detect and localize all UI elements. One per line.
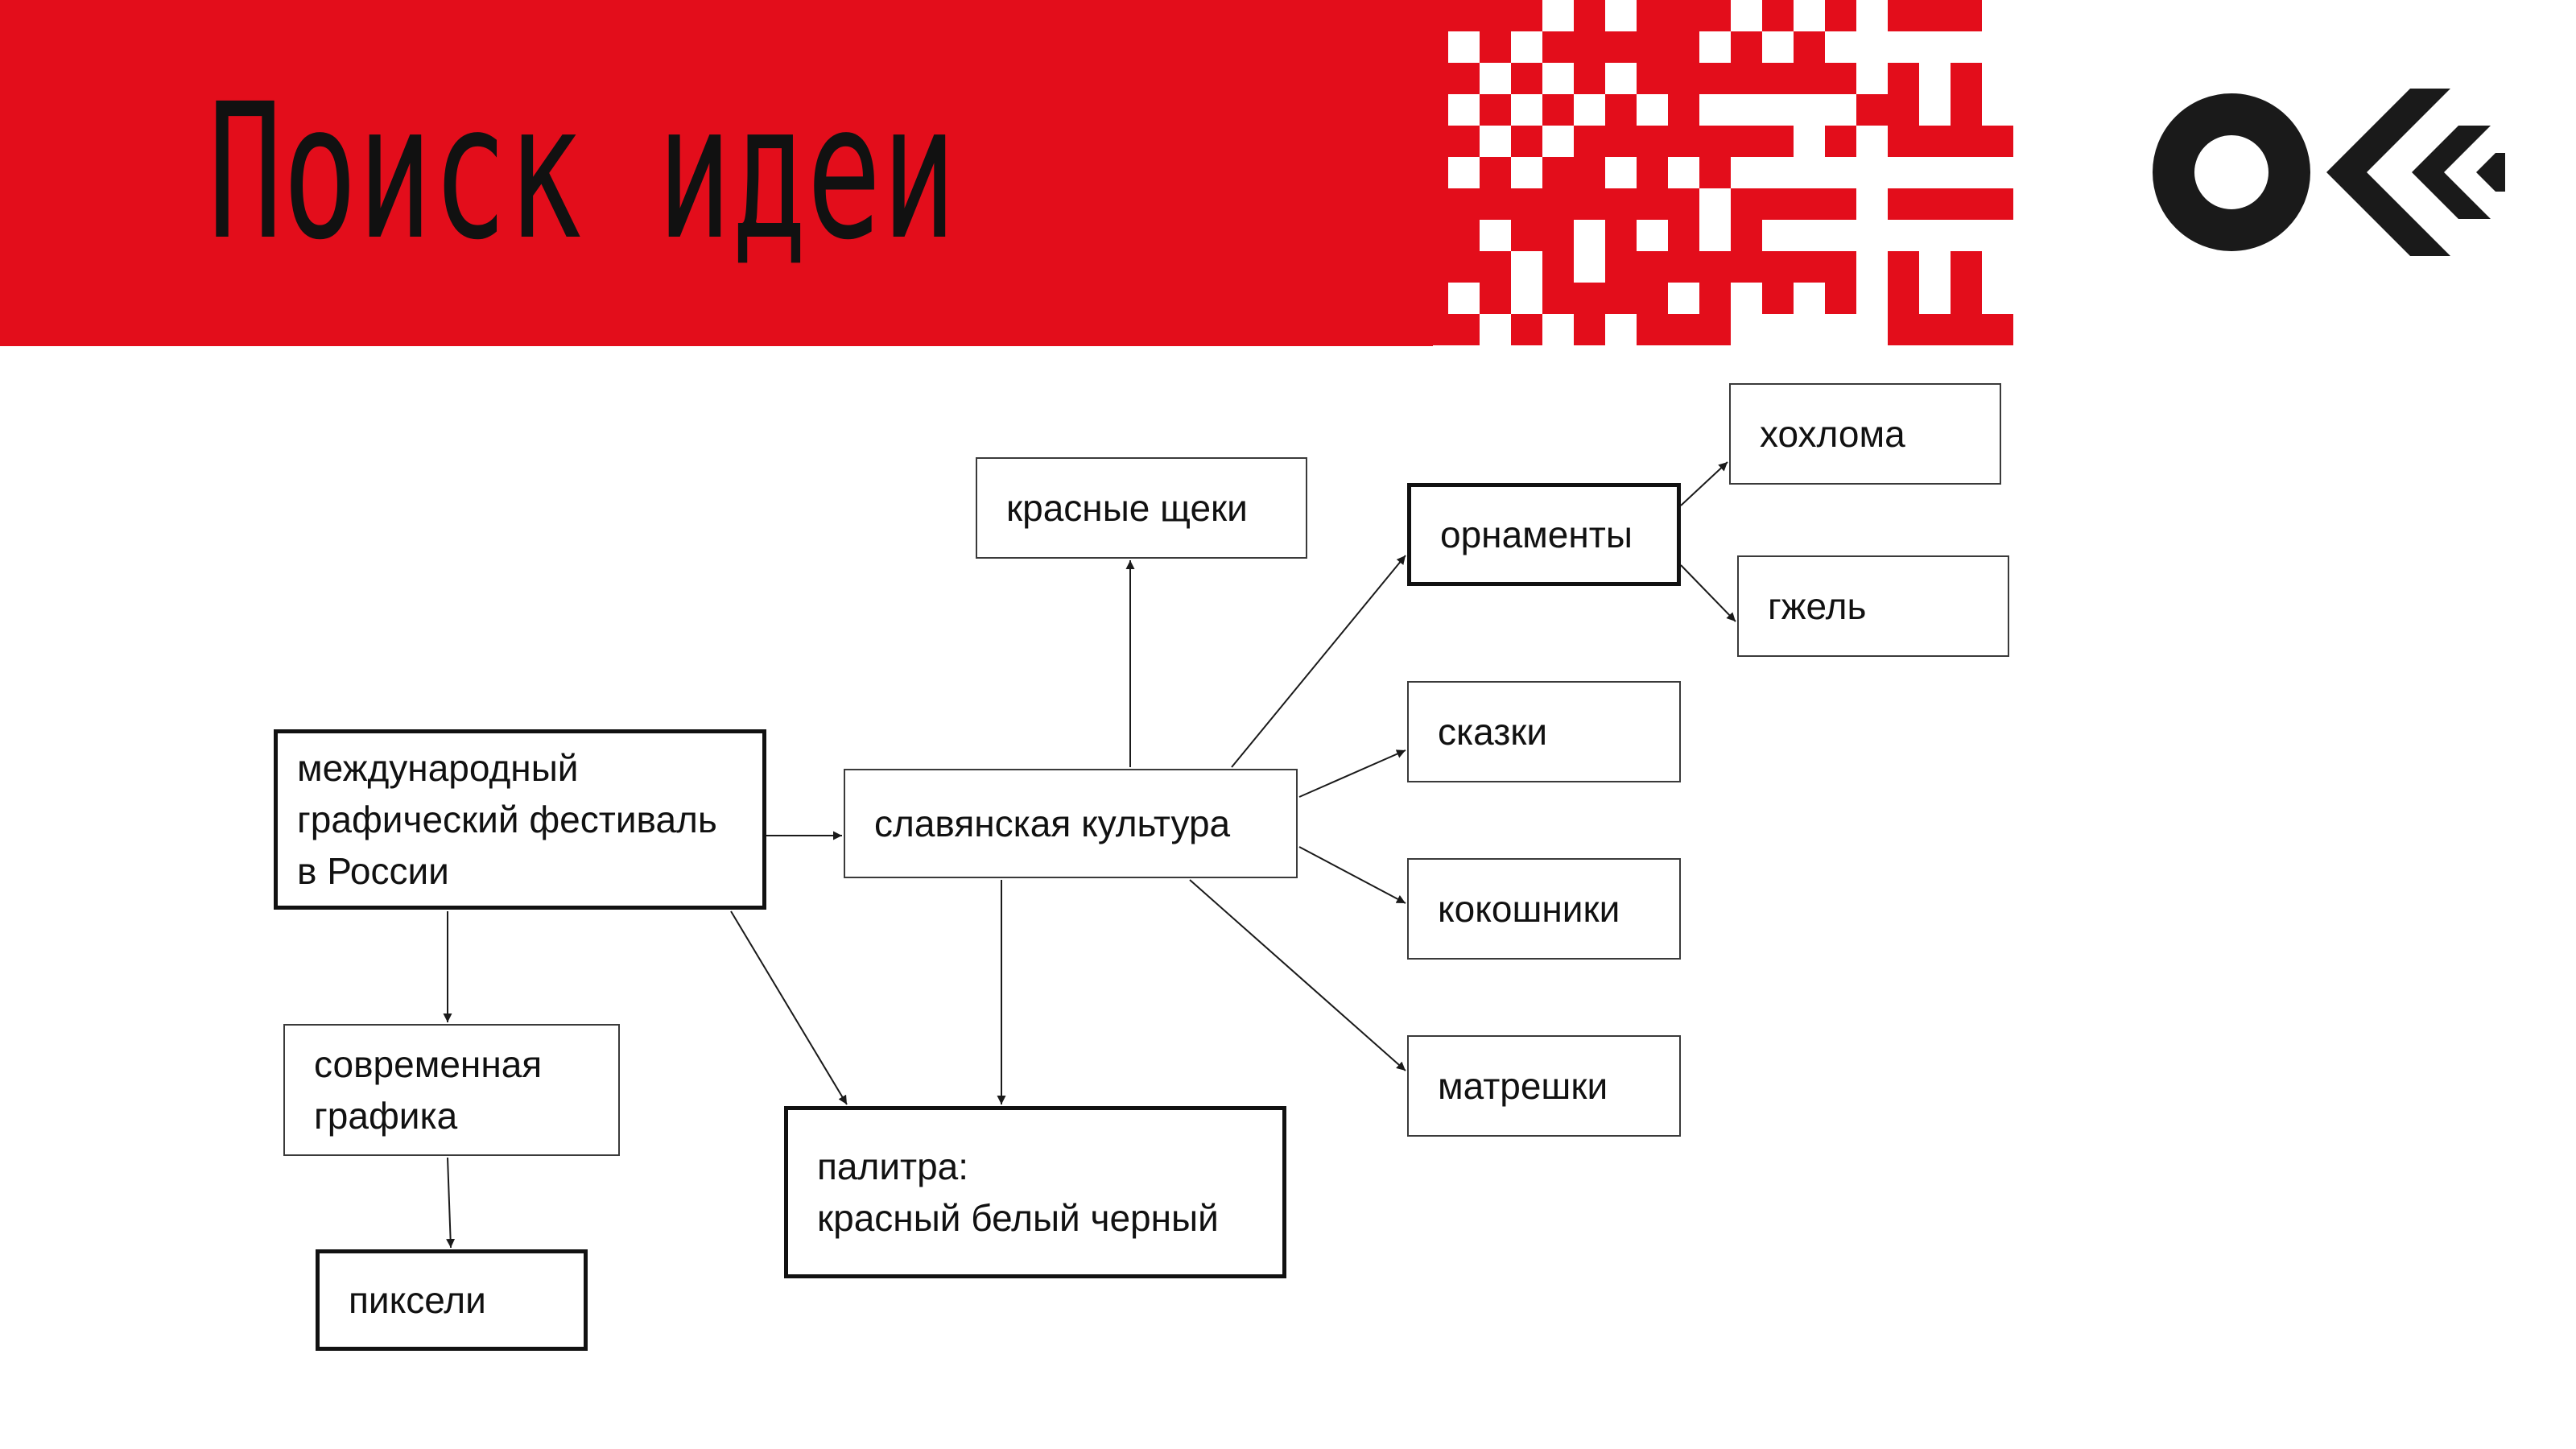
node-modern: современная графика: [283, 1024, 620, 1156]
header-band: [0, 0, 1433, 346]
node-text: орнаменты: [1440, 509, 1633, 560]
logo-chevron-icon: [2326, 89, 2505, 256]
page-title: Поиск идеи: [208, 95, 956, 280]
node-kokoshnik: кокошники: [1407, 858, 1681, 960]
node-label: международный: [297, 747, 579, 789]
node-label: кокошники: [1438, 888, 1620, 930]
node-pixels: пиксели: [316, 1249, 588, 1351]
node-cheeks: красные щеки: [976, 457, 1307, 559]
node-text: хохлома: [1760, 408, 1905, 460]
node-label: хохлома: [1760, 413, 1905, 455]
node-label: пиксели: [349, 1279, 486, 1321]
logo-ring-icon: [2153, 93, 2310, 251]
node-text: палитра: красный белый черный: [817, 1141, 1219, 1244]
node-label: гжель: [1768, 585, 1867, 627]
edge-slavic-to-ornaments: [1231, 555, 1406, 768]
node-gzhel: гжель: [1737, 555, 2009, 657]
node-text: международный графический фестиваль в Росс…: [297, 742, 717, 897]
node-text: кокошники: [1438, 883, 1620, 935]
node-slavic: славянская культура: [844, 769, 1298, 878]
ok-festival-logo-icon: [2153, 89, 2505, 256]
node-festival: международный графический фестиваль в Росс…: [274, 729, 766, 910]
node-label: в России: [297, 850, 449, 892]
node-palette: палитра: красный белый черный: [784, 1106, 1286, 1278]
node-khokhloma: хохлома: [1729, 383, 2001, 485]
node-label: матрешки: [1438, 1065, 1608, 1107]
node-text: красные щеки: [1006, 482, 1248, 534]
edge-ornaments-to-gzhel: [1680, 564, 1736, 622]
edge-modern-to-pixels: [446, 1157, 456, 1249]
node-label: палитра:: [817, 1146, 969, 1187]
node-text: матрешки: [1438, 1060, 1608, 1112]
edge-ornaments-to-khokhloma: [1680, 461, 1728, 506]
node-text: сказки: [1438, 706, 1547, 758]
node-text: славянская культура: [874, 798, 1230, 849]
node-label: современная: [314, 1043, 543, 1085]
node-label: красный белый черный: [817, 1197, 1219, 1239]
page-title-text: Поиск идеи: [208, 95, 956, 280]
node-text: пиксели: [349, 1274, 486, 1326]
edge-slavic-to-matryoshka: [1189, 879, 1406, 1071]
node-text: современная графика: [314, 1038, 542, 1141]
node-label: графический фестиваль: [297, 799, 717, 840]
node-label: красные щеки: [1006, 487, 1248, 529]
node-ornaments: орнаменты: [1407, 483, 1681, 586]
node-matryoshka: матрешки: [1407, 1035, 1681, 1137]
edge-slavic-to-kokoshnik: [1298, 846, 1406, 904]
node-label: сказки: [1438, 711, 1548, 753]
node-tales: сказки: [1407, 681, 1681, 782]
node-label: орнаменты: [1440, 514, 1633, 555]
pixel-pattern-decoration: [1417, 0, 2013, 345]
node-label: славянская культура: [874, 803, 1231, 844]
edge-festival-to-palette: [730, 910, 848, 1105]
node-label: графика: [314, 1095, 458, 1137]
node-text: гжель: [1768, 580, 1866, 632]
edge-slavic-to-tales: [1298, 749, 1406, 798]
